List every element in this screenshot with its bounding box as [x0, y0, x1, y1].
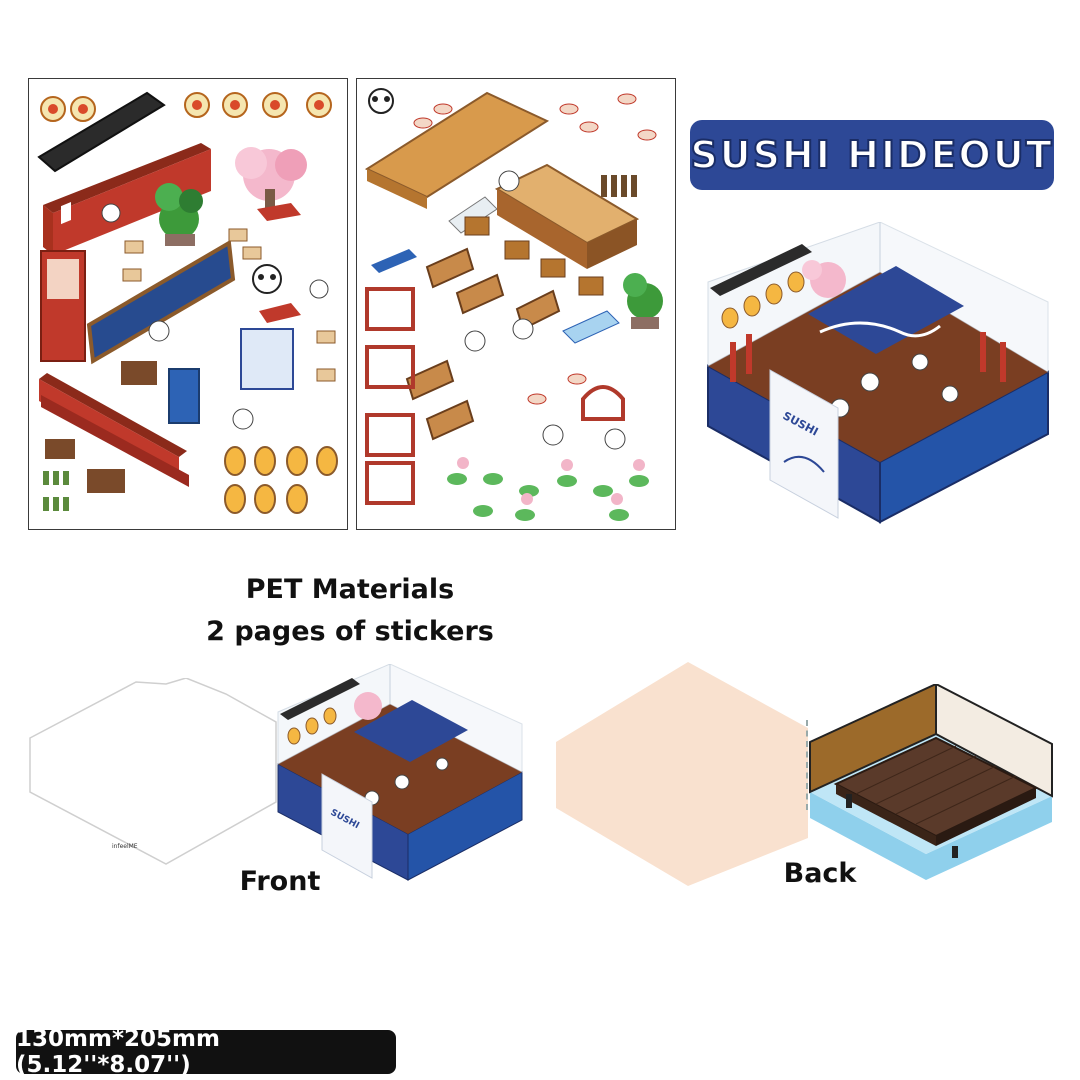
wooden-l-counter [494, 163, 640, 269]
lantern-icon [224, 446, 338, 514]
assembled-diorama-front: SUSHI [277, 664, 523, 881]
back-label: Back [783, 858, 857, 889]
menu-board [240, 328, 294, 390]
product-title-badge: SUSHI HIDEOUT [689, 120, 1054, 190]
materials-line-1: PET Materials [245, 574, 455, 605]
roof-tile-strip [37, 91, 166, 173]
sticker-sheet-2 [356, 78, 676, 530]
blue-mat [371, 249, 417, 273]
blue-tile-mat [562, 310, 620, 344]
sheet-2-illustration [364, 88, 663, 521]
wooden-cabinet [121, 361, 157, 385]
front-board-outline: infeelME [29, 678, 277, 865]
board-mark: infeelME [112, 843, 138, 850]
red-railings [365, 287, 625, 505]
red-window-frame-lower [39, 373, 189, 487]
front-label: Front [239, 866, 321, 897]
roof-tiles [280, 678, 360, 720]
lantern-icon [287, 707, 337, 745]
sakura-tree-icon [235, 147, 307, 211]
assembled-diorama-large: SUSHI [707, 222, 1049, 524]
product-title: SUSHI HIDEOUT [689, 132, 1054, 178]
fold-line [806, 720, 808, 810]
wooden-benches [405, 247, 561, 441]
lantern-icon [40, 92, 332, 122]
bunny-icon [464, 170, 626, 450]
lily-pads [447, 473, 649, 521]
seat-cushions [122, 228, 336, 382]
vending-machine-icon [168, 368, 200, 424]
size-badge: 130mm*205mm (5.12''*8.07'') [16, 1026, 396, 1078]
sticker-sheet-1 [28, 78, 348, 530]
bamboo-icon [623, 273, 663, 329]
sheet-1-illustration [37, 91, 338, 514]
panda-icon [252, 264, 282, 294]
blue-window-panel [86, 239, 236, 365]
white-label-band [769, 369, 839, 519]
materials-line-2: 2 pages of stickers [206, 616, 494, 647]
bear-icon [101, 203, 329, 430]
red-railings [730, 332, 1006, 382]
wooden-counter-top [364, 91, 550, 199]
sakura-tree-icon [802, 260, 846, 298]
noren-banner [354, 700, 468, 762]
back-base-diorama [809, 684, 1053, 880]
red-window-frame [43, 143, 211, 255]
sushi-icon [413, 93, 657, 405]
white-label-band [321, 773, 373, 879]
noren-banner [808, 266, 964, 354]
diorama-interior [708, 272, 1048, 462]
panda-icon [368, 88, 394, 114]
roof-tiles [710, 244, 812, 296]
sakura-flowers [457, 457, 645, 505]
back-wall-right [935, 684, 1053, 798]
sake-bottles [601, 175, 637, 197]
sakura-tree-icon [354, 692, 382, 720]
back-board-peach [556, 662, 808, 886]
red-table [257, 203, 301, 221]
wooden-stools [464, 216, 604, 296]
lantern-icon [721, 271, 805, 329]
bamboo-icon [155, 183, 203, 246]
